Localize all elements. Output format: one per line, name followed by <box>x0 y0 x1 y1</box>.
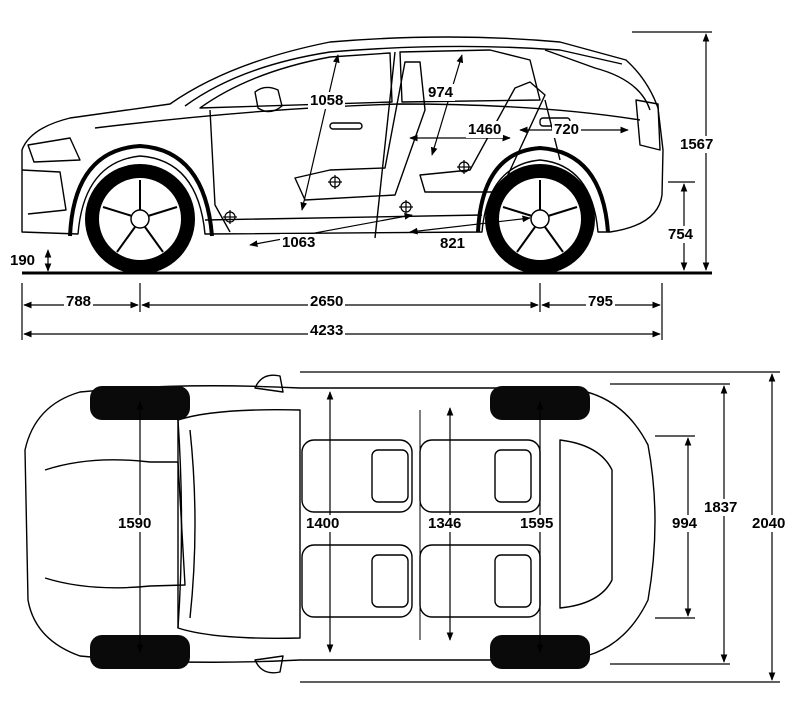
seat-height-rear-label: 974 <box>426 84 456 101</box>
rear-legroom-label: 821 <box>438 235 468 252</box>
beltline <box>94 103 641 129</box>
b-pillar <box>374 51 396 239</box>
body-width-label: 1837 <box>702 499 740 516</box>
rear-wheel-side <box>485 164 595 274</box>
rear-track-label: 1595 <box>518 515 556 532</box>
front-seat-width-label: 1400 <box>304 515 342 532</box>
wheelbase-label: 2650 <box>308 293 346 310</box>
car-body-top <box>24 385 656 663</box>
total-height-label: 1567 <box>678 136 716 153</box>
front-wheel-arch <box>68 144 214 237</box>
car-body-side <box>21 36 664 235</box>
mirror-width-label: 2040 <box>750 515 788 532</box>
sill-height-label: 754 <box>666 226 696 243</box>
front-wheel-side <box>85 164 195 274</box>
rear-window-frame <box>544 49 651 111</box>
rear-seat-width-label: 1346 <box>426 515 464 532</box>
front-door-line <box>209 109 231 233</box>
front-legroom-label: 1063 <box>280 234 318 251</box>
trunk-width-label: 994 <box>670 515 700 532</box>
cabin-length-label: 1460 <box>466 121 504 138</box>
seat-height-front-label: 1058 <box>308 92 346 109</box>
seat-height-front-arrow <box>300 54 340 211</box>
roof-rail <box>184 45 623 107</box>
rear-wheel-arch <box>476 146 610 233</box>
dashboard <box>189 429 196 619</box>
total-length-label: 4233 <box>308 322 346 339</box>
ground-clearance-label: 190 <box>8 252 38 269</box>
front-overhang-label: 788 <box>64 293 94 310</box>
front-window <box>199 52 393 109</box>
rear-seat-side <box>419 81 546 193</box>
headlight <box>27 137 81 163</box>
front-door-handle <box>329 122 363 130</box>
front-track-label: 1590 <box>116 515 154 532</box>
rear-overhang-label: 795 <box>586 293 616 310</box>
trunk-length-label: 720 <box>552 121 582 138</box>
rear-legroom-arrow <box>409 215 531 235</box>
left-mirror-top <box>254 374 284 393</box>
windshield-edge <box>177 419 183 629</box>
windshield-roof <box>177 409 301 639</box>
taillight <box>635 99 661 151</box>
right-mirror-top <box>254 655 284 674</box>
side-mirror <box>254 86 283 113</box>
rear-glass <box>559 439 613 609</box>
hood <box>44 459 186 589</box>
sill-line <box>204 214 483 221</box>
front-legroom-arrow <box>249 213 413 247</box>
front-seat-side <box>294 61 426 201</box>
front-grille <box>21 169 67 215</box>
rear-window <box>399 49 541 103</box>
